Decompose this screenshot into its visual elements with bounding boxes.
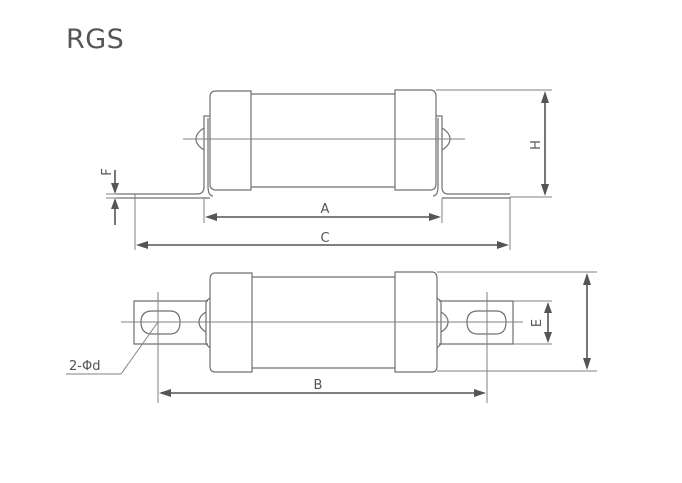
label-E: E — [530, 319, 545, 327]
label-F: F — [100, 168, 115, 175]
left-end-cap-top — [209, 272, 253, 373]
top-view: E B 2-Φd — [66, 271, 597, 403]
left-mounting-hole — [140, 310, 181, 335]
label-H: H — [529, 140, 544, 150]
drawing-title: RGS — [66, 24, 125, 55]
label-B: B — [314, 378, 323, 393]
right-end-cap-top — [394, 271, 438, 373]
left-end-cap — [209, 90, 252, 191]
side-view: H F A C — [100, 89, 552, 250]
label-hole-diameter: 2-Φd — [69, 359, 100, 374]
label-A: A — [321, 202, 330, 217]
label-C: C — [320, 231, 329, 246]
right-end-cap — [394, 89, 437, 191]
right-mounting-hole — [466, 310, 507, 335]
